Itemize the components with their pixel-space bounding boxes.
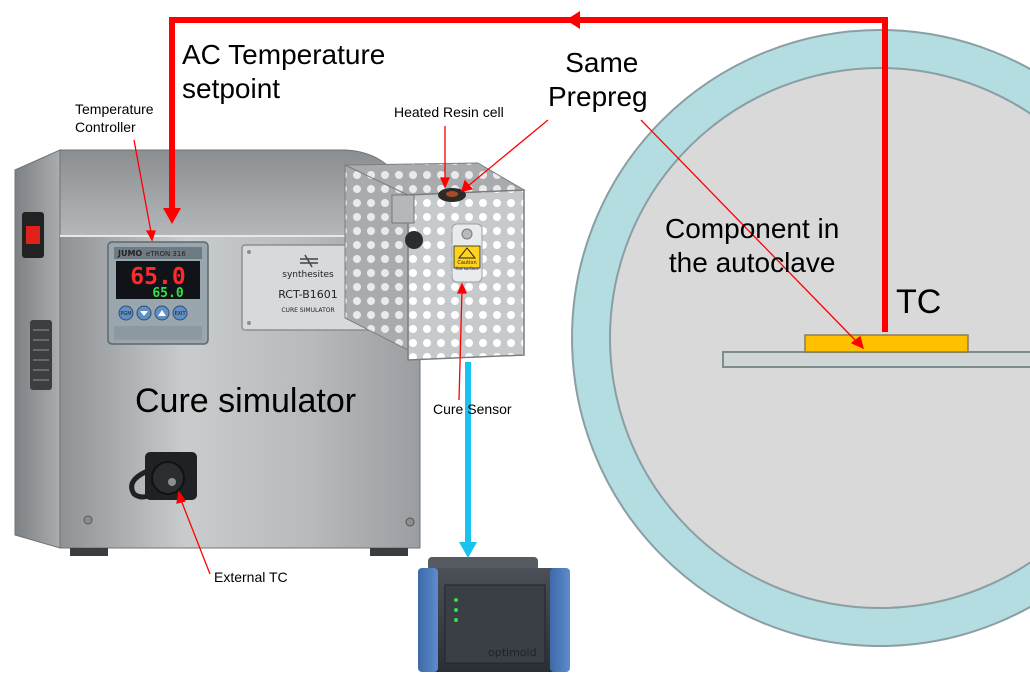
nameplate: synthesites RCT-B1601 CURE SIMULATOR: [241, 244, 375, 331]
ac-temperature-setpoint-label: AC Temperature setpoint: [182, 38, 385, 106]
leader-prepreg-to-cell: [467, 119, 549, 187]
caution-subtitle: Hot surface: [455, 266, 479, 271]
exit-button-label: EXIT: [174, 311, 186, 317]
cure-sensor-label: Cure Sensor: [433, 401, 512, 417]
external-tc-label: External TC: [214, 569, 288, 585]
plate-brand: synthesites: [282, 270, 334, 280]
caution-title: Caution: [457, 260, 476, 266]
tool-plate: [722, 351, 1030, 368]
plate-model: RCT-B1601: [278, 288, 338, 301]
ac-setpoint-line-2: setpoint: [182, 73, 281, 104]
up-arrow-icon: [158, 310, 166, 316]
component-line-2: the autoclave: [668, 247, 836, 278]
controller-model: eTRON 316: [146, 250, 186, 258]
optimold-brand: optimold: [488, 646, 537, 659]
component-part: [804, 334, 969, 353]
temperature-controller-line-1: Temperature: [75, 101, 154, 117]
pgm-button-label: PGM: [120, 311, 131, 317]
optimold-unit: optimold: [418, 557, 570, 672]
same-prepreg-line-1: Same: [565, 47, 639, 78]
synthesites-logo-icon: [300, 254, 318, 268]
leader-prepreg-to-component: [640, 119, 857, 342]
ac-setpoint-line-1: AC Temperature: [182, 39, 386, 70]
setpoint-signal-line: [169, 17, 888, 332]
down-arrow-icon: [140, 311, 148, 316]
controller-display: [116, 261, 200, 299]
leader-external-tc: [180, 499, 211, 575]
autoclave: [571, 29, 1030, 647]
setpoint-arrowhead-right: [566, 11, 580, 29]
tc-label: TC: [896, 283, 942, 321]
same-prepreg-line-2: Prepreg: [548, 81, 648, 112]
hot-surface-warning-icon: [457, 247, 477, 259]
setpoint-value-display: 65.0: [152, 286, 183, 301]
pgm-button[interactable]: [118, 305, 134, 321]
exit-button[interactable]: [172, 305, 188, 321]
cure-simulator-label: Cure simulator: [135, 382, 357, 420]
plate-subtitle: CURE SIMULATOR: [281, 307, 334, 314]
process-value-display: 65.0: [130, 264, 185, 290]
component-in-autoclave-label: Component in the autoclave: [665, 212, 839, 280]
setpoint-arrowhead-down: [163, 208, 181, 224]
component-line-1: Component in: [665, 213, 840, 244]
heated-resin-cell-label: Heated Resin cell: [394, 104, 504, 120]
same-prepreg-label: Same Prepreg: [548, 46, 648, 114]
fan-grille: [30, 320, 52, 390]
temperature-controller-label: Temperature Controller: [75, 100, 154, 136]
heated-resin-cell: Caution Hot surface: [344, 162, 526, 361]
external-tc-connector: [129, 452, 197, 500]
temperature-controller-line-2: Controller: [75, 119, 136, 135]
leader-cure-sensor: [458, 289, 463, 401]
controller-brand: JUMO: [117, 249, 142, 258]
sensor-arrowhead: [459, 542, 477, 558]
temperature-controller: JUMO eTRON 316 65.0 65.0 PGM EXIT: [107, 241, 209, 345]
connections: [133, 11, 888, 575]
leader-temperature-controller: [133, 139, 152, 233]
